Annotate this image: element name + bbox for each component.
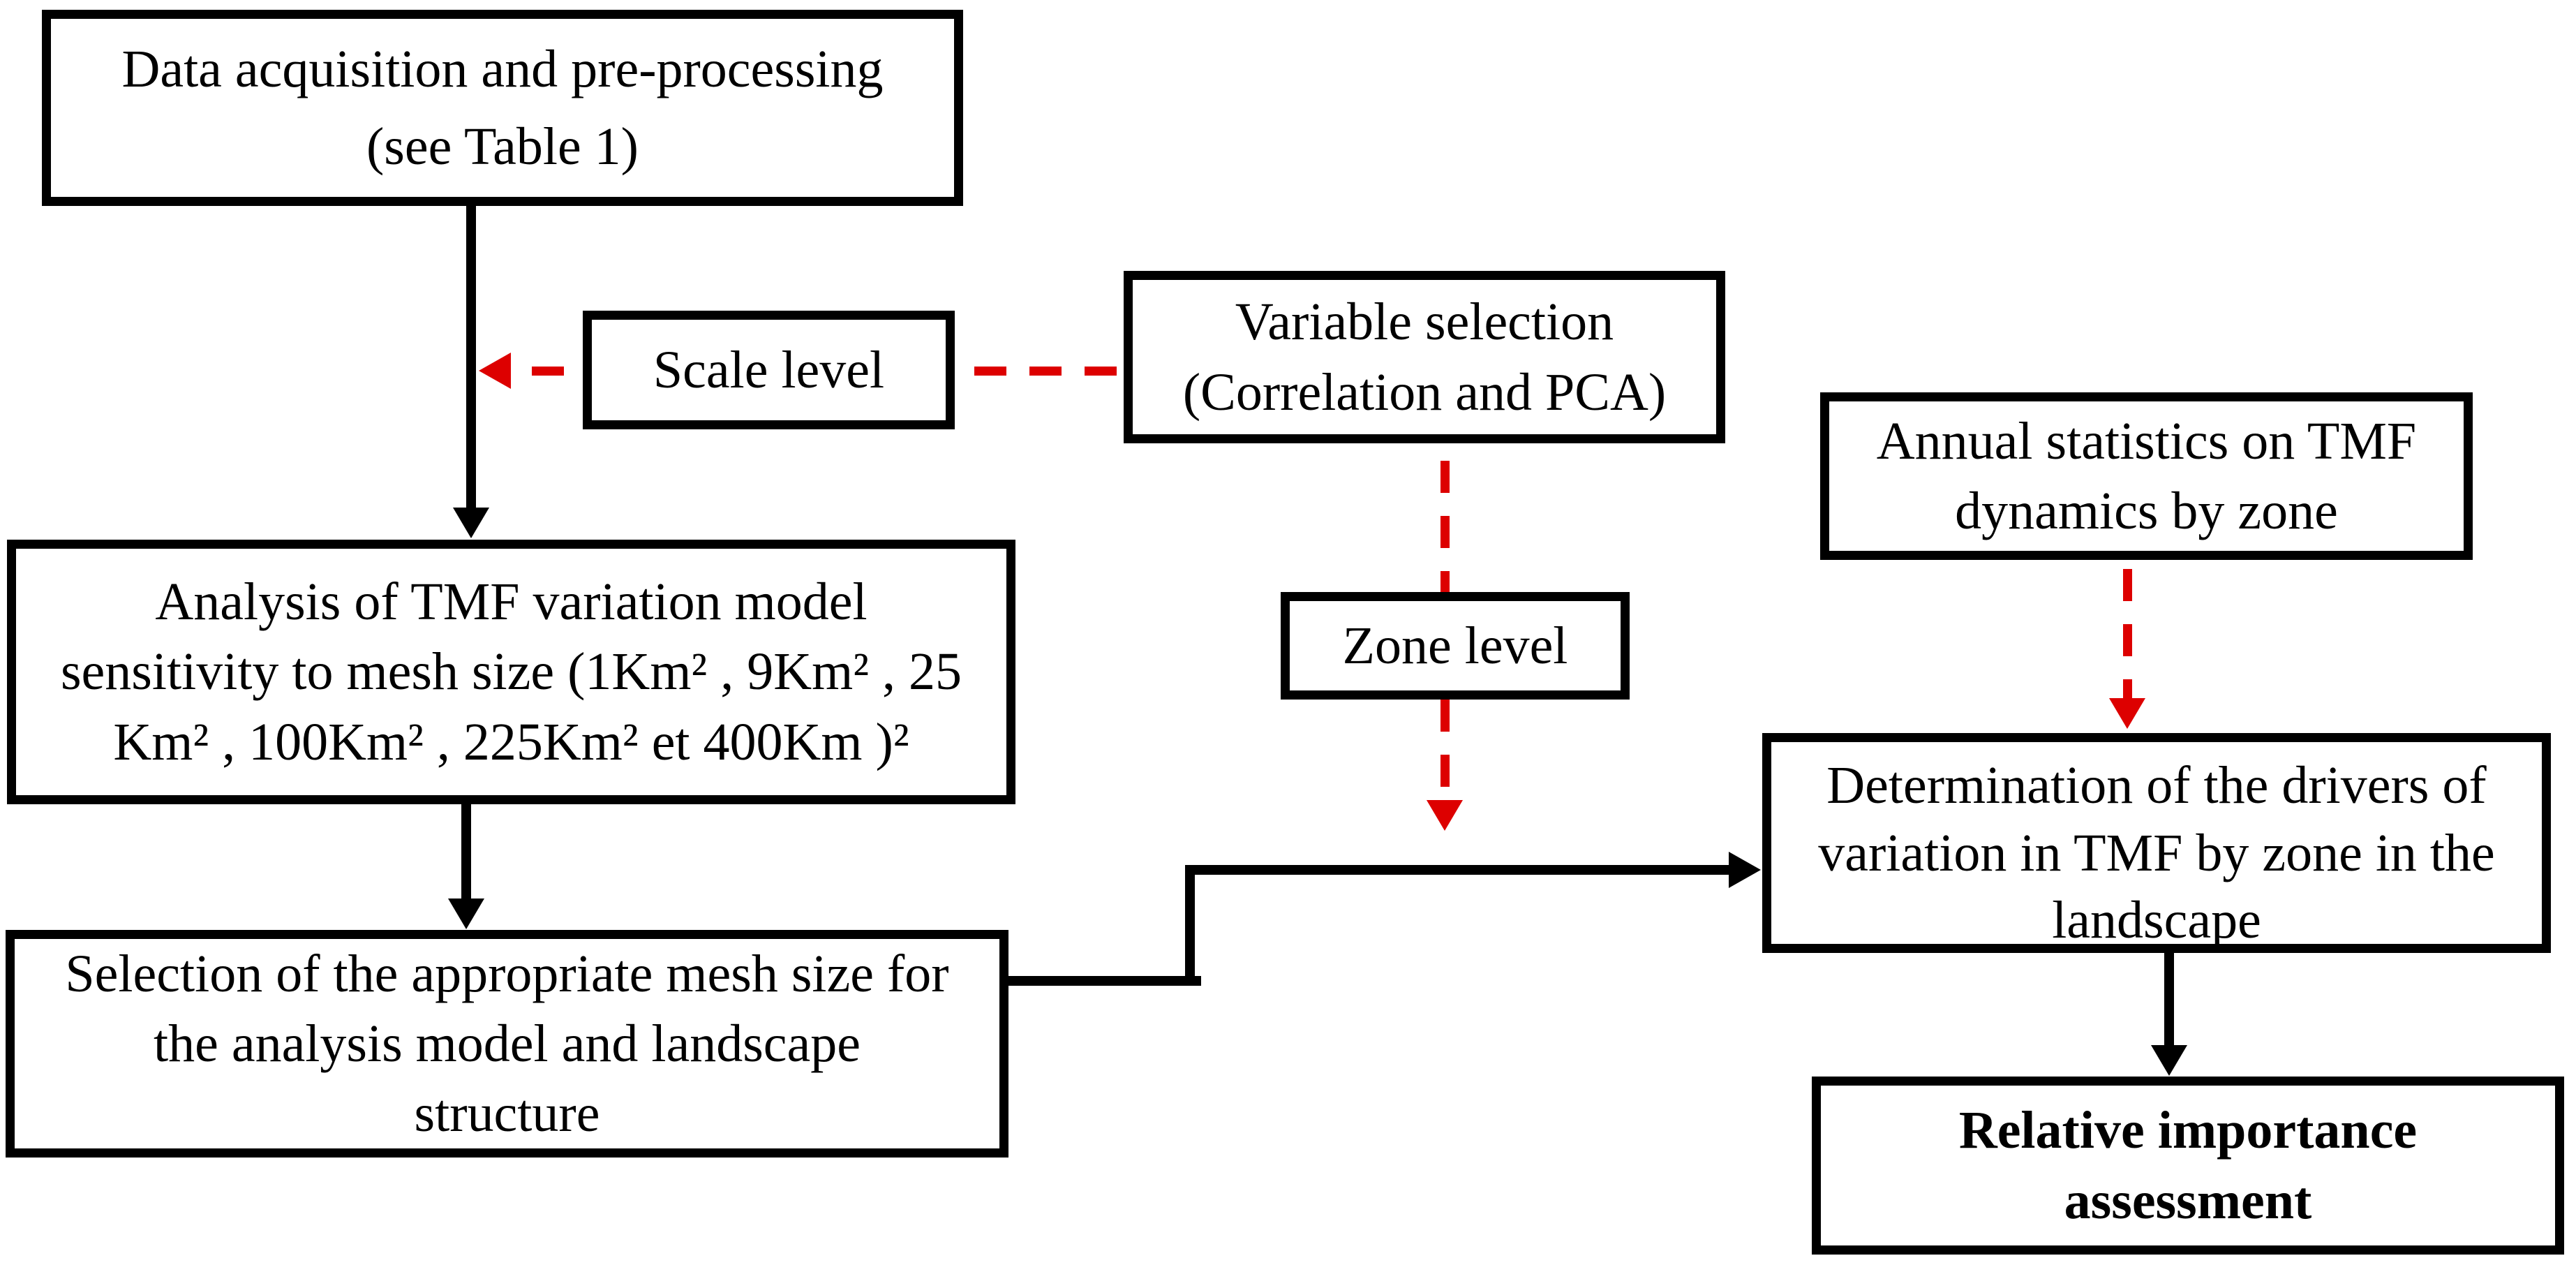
dashed-connector-variable-to-scale — [974, 367, 1118, 376]
arrow-analysis-to-selection-line — [461, 804, 471, 901]
arrow-acquisition-to-analysis-line — [466, 206, 476, 510]
node-mesh-selection: Selection of the appropriate mesh size f… — [6, 930, 1008, 1158]
node-text-line: the analysis model and landscape — [153, 1014, 861, 1073]
connector-selection-to-determination-segment — [1008, 976, 1201, 986]
arrow-determination-to-relative-line — [2164, 953, 2174, 1047]
node-text-line: Annual statistics on TMF — [1876, 411, 2417, 471]
node-annual-statistics: Annual statistics on TMF dynamics by zon… — [1820, 392, 2473, 560]
node-analysis-sensitivity: Analysis of TMF variation model sensitiv… — [7, 540, 1015, 804]
dashed-connector-zone-to-flow — [1440, 700, 1450, 800]
red-arrow-down-icon — [2109, 698, 2145, 729]
node-scale-level: Scale level — [583, 311, 955, 429]
arrow-right-icon — [1729, 852, 1761, 888]
arrow-down-icon — [453, 508, 489, 538]
arrow-down-icon — [448, 898, 484, 929]
node-text-line: Relative importance — [1958, 1101, 2418, 1160]
node-text-line: Scale level — [653, 340, 885, 399]
node-text-line: landscape — [2052, 891, 2261, 950]
red-arrow-down-icon — [1427, 800, 1463, 831]
dashed-connector-scale-to-flow — [532, 367, 564, 376]
node-text-line: variation in TMF by zone in the — [1818, 823, 2495, 882]
node-text-line: Data acquisition and pre-processing — [121, 40, 884, 99]
red-arrow-left-icon — [479, 353, 511, 389]
dashed-connector-annual-to-determination — [2123, 569, 2132, 698]
node-text-line: Determination of the drivers of — [1826, 756, 2487, 815]
node-text-line: sensitivity to mesh size (1Km² , 9Km² , … — [60, 642, 962, 702]
node-text-line: assessment — [2064, 1171, 2312, 1230]
node-text-line: dynamics by zone — [1955, 482, 2338, 540]
node-text-line: (see Table 1) — [366, 117, 639, 176]
node-text-line: Analysis of TMF variation model — [155, 572, 868, 632]
node-relative-importance: Relative importance assessment — [1812, 1077, 2564, 1255]
node-variable-selection: Variable selection (Correlation and PCA) — [1124, 271, 1725, 443]
node-data-acquisition: Data acquisition and pre-processing (see… — [42, 10, 963, 206]
connector-selection-to-determination-segment — [1185, 865, 1731, 875]
node-text-line: Variable selection — [1235, 293, 1614, 352]
dashed-connector-variable-to-zone — [1440, 461, 1450, 592]
node-text-line: structure — [414, 1084, 600, 1144]
node-zone-level: Zone level — [1281, 592, 1630, 700]
node-text-line: Zone level — [1342, 616, 1568, 675]
node-determination-drivers: Determination of the drivers of variatio… — [1762, 733, 2551, 953]
node-text-line: Selection of the appropriate mesh size f… — [65, 944, 949, 1003]
arrow-down-icon — [2151, 1045, 2187, 1076]
connector-selection-to-determination-segment — [1185, 865, 1195, 986]
node-text-line: Km² , 100Km² , 225Km² et 400Km )² — [113, 712, 909, 771]
node-text-line: (Correlation and PCA) — [1182, 362, 1667, 422]
